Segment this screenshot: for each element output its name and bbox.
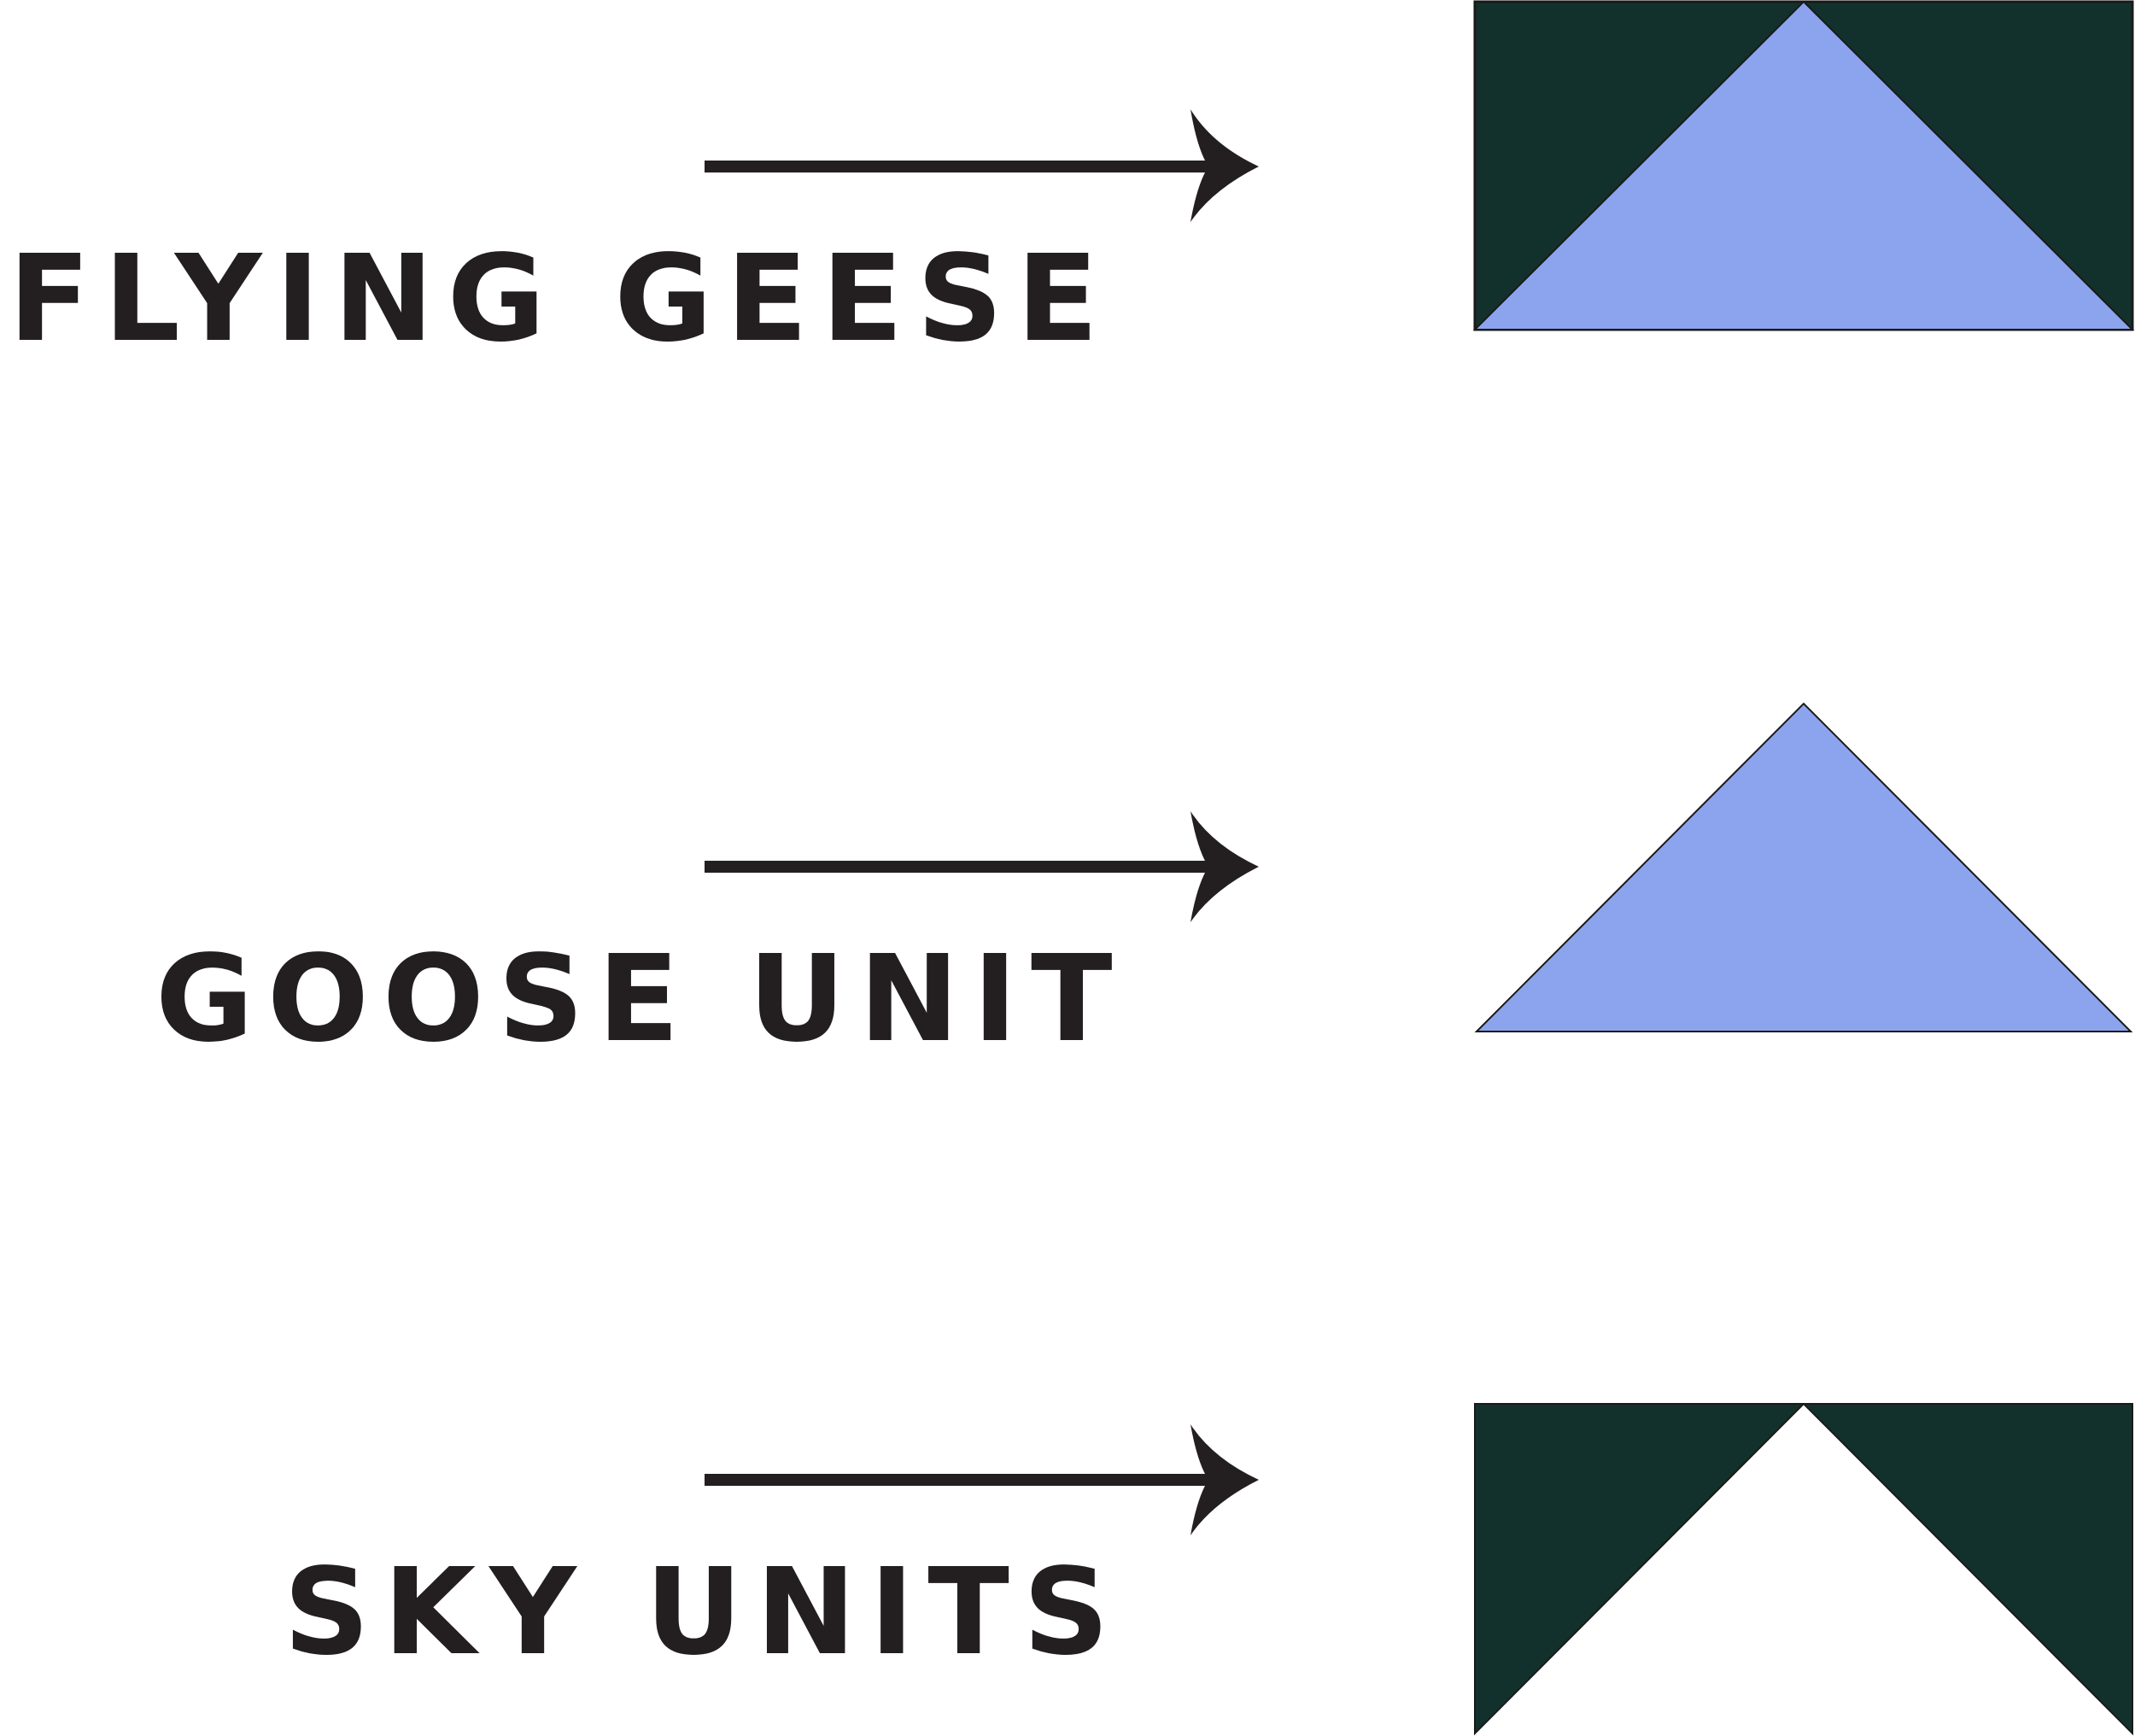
flying-geese-block [1472, 0, 2135, 331]
label-sky-units: SKY UNITS [284, 1543, 1123, 1682]
label-flying-geese: FLYING GEESE [9, 230, 1112, 369]
arrow-right-icon [705, 811, 1259, 922]
sky-units-pair [1474, 1403, 2133, 1736]
row-flying-geese: FLYING GEESE [9, 0, 2135, 369]
arrow-right-icon [705, 1424, 1259, 1535]
goose-triangle [1474, 702, 2133, 1032]
row-sky-units: SKY UNITS [284, 1403, 2133, 1736]
row-goose-unit: GOOSE UNIT [155, 702, 2133, 1069]
arrow-right-icon [705, 109, 1259, 222]
label-goose-unit: GOOSE UNIT [155, 930, 1126, 1069]
